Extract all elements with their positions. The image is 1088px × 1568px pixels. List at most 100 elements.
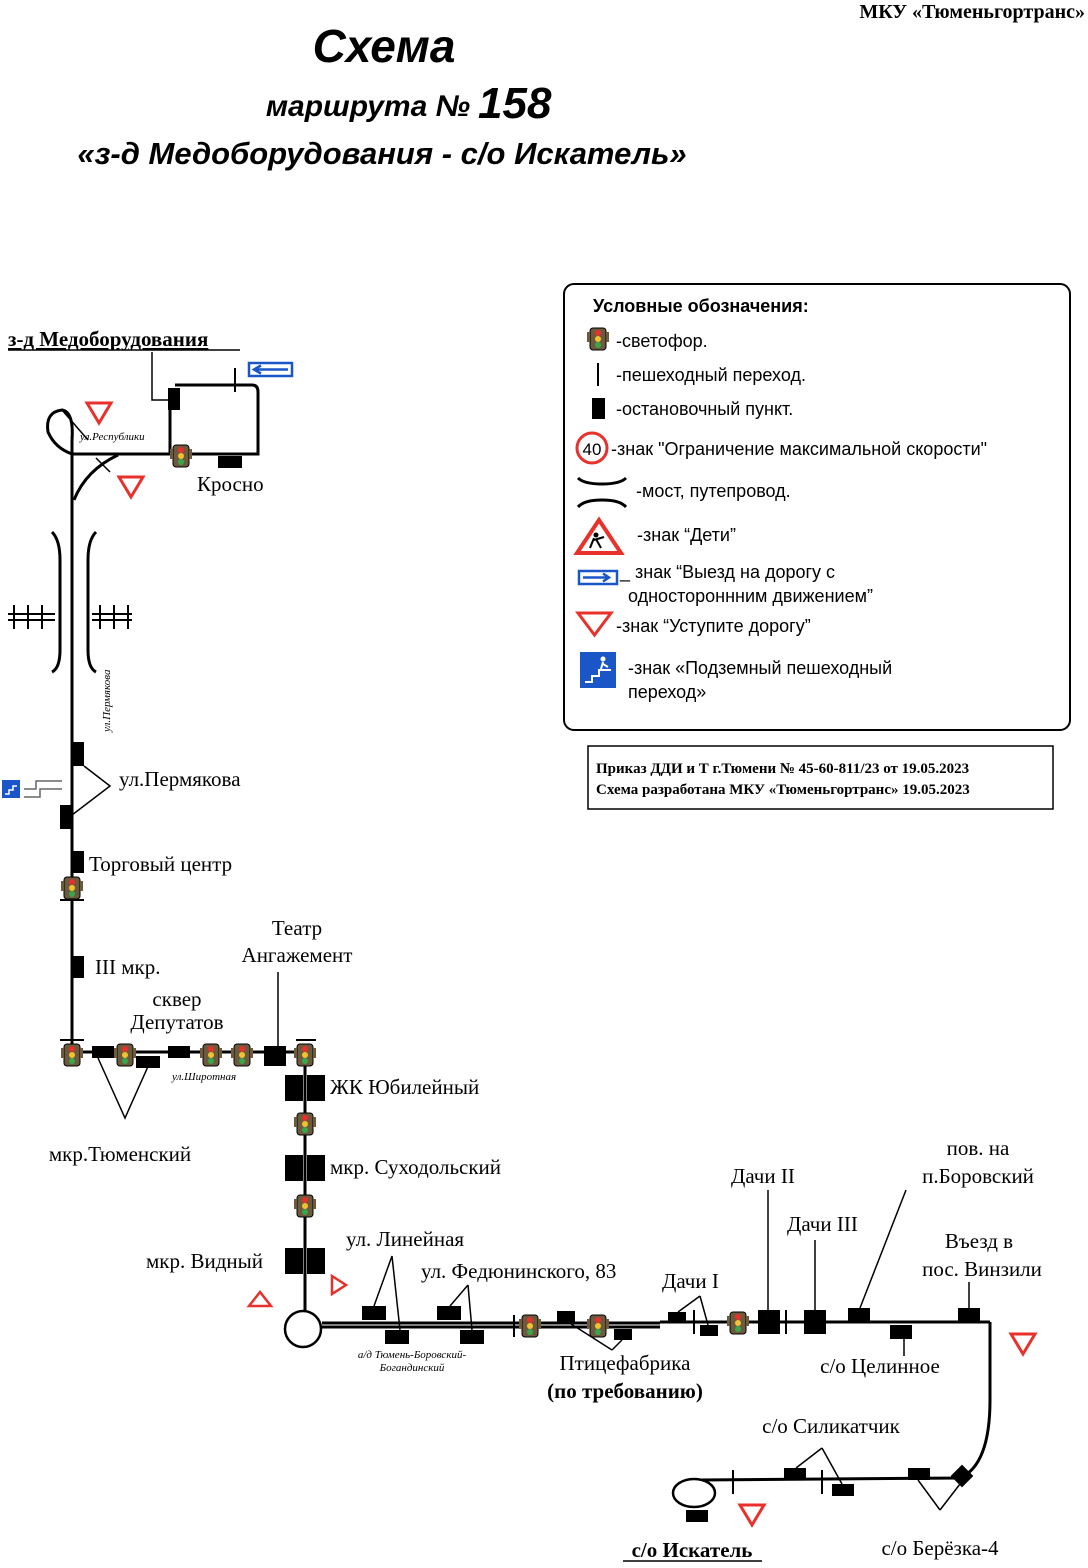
stop-marker: [285, 1248, 303, 1274]
yield-sign-icon: [330, 1273, 349, 1297]
order-line1: Приказ ДДИ и Т г.Тюмени № 45-60-811/23 о…: [596, 761, 969, 777]
stop-label-vinzili-1: Въезд в: [945, 1229, 1013, 1253]
crosswalk-marks: [60, 899, 823, 1494]
legend-label-underpass-1: -знак «Подземный пешеходный: [628, 658, 892, 678]
traffic-light-icon: [199, 1043, 223, 1067]
yield-sign-icon: [1009, 1332, 1037, 1356]
stop-marker: [168, 388, 180, 410]
stop-marker: [362, 1306, 386, 1320]
title-line3: «з-д Медоборудования - с/о Искатель»: [77, 136, 686, 171]
street-label-respubliki: ул.Республики: [79, 431, 145, 443]
stop-marker: [804, 1310, 826, 1334]
title-line1: Схема: [313, 20, 456, 72]
legend-label-children: -знак “Дети”: [637, 525, 736, 545]
stop-marker: [285, 1155, 303, 1181]
stop-label-lineynaya: ул. Линейная: [346, 1227, 464, 1251]
legend-label-crosswalk: -пешеходный переход.: [616, 365, 806, 385]
legend-underpass-sign-icon: [580, 652, 616, 688]
stop-label-permyakova: ул.Пермякова: [119, 767, 241, 791]
stop-marker: [460, 1330, 484, 1344]
stop-label-sq-deputatov-2: Депутатов: [130, 1010, 223, 1034]
stop-marker: [72, 851, 84, 873]
legend-title: Условные обозначения:: [593, 296, 809, 316]
stop-label-vinzili-2: пос. Винзили: [922, 1257, 1042, 1281]
traffic-light-icon: [60, 876, 84, 900]
legend-traffic-light-icon: [586, 327, 610, 351]
stop-marker: [72, 956, 84, 978]
stops: [60, 388, 980, 1522]
stop-marker: [72, 742, 84, 766]
turnaround-loop: [671, 1477, 717, 1509]
legend-label-stop: -остановочный пункт.: [616, 399, 793, 419]
stop-label-teatr-2: Ангажемент: [242, 943, 353, 967]
stop-label-silikatchik: с/о Силикатчик: [762, 1414, 901, 1438]
stop-label-borovsky-1: пов. на: [947, 1136, 1010, 1160]
stop-label-ptitsefabrika-2: (по требованию): [547, 1379, 703, 1403]
yield-sign-icon: [738, 1503, 766, 1527]
stop-label-sq-deputatov-1: сквер: [152, 987, 201, 1011]
street-label-highway-2: Богандинский: [379, 1362, 445, 1374]
order-line2: Схема разработана МКУ «Тюменьгортранс» 1…: [596, 782, 970, 798]
yield-sign-icon: [85, 401, 113, 425]
legend-bridge-icon: [576, 476, 628, 509]
traffic-light-icon: [113, 1043, 137, 1067]
legend-label-underpass-2: переход»: [628, 682, 706, 702]
stop-marker: [950, 1464, 974, 1488]
street-label-permyakova: ул.Пермякова: [101, 669, 113, 733]
stop-marker: [136, 1056, 160, 1068]
legend-label-speed-limit: -знак "Ограничение максимальной скорости…: [611, 439, 987, 459]
title-line2: маршрута №: [266, 90, 470, 123]
stop-label-yubileyny: ЖК Юбилейный: [330, 1075, 479, 1099]
stop-label-dachi-ii: Дачи II: [731, 1164, 795, 1188]
legend-one-way-sign-icon: [577, 569, 619, 586]
stop-marker: [832, 1484, 854, 1496]
stop-marker: [307, 1248, 325, 1274]
traffic-light-icon: [169, 444, 193, 468]
crossing-mark: [61, 409, 111, 473]
legend-stop-icon: [592, 398, 605, 419]
one-way-sign-icon: [247, 361, 294, 378]
legend-speed-limit-icon: 40: [575, 431, 609, 465]
stop-marker: [264, 1046, 286, 1066]
traffic-light-icon: [518, 1314, 542, 1338]
stop-label-sukhodolsky: мкр. Суходольский: [330, 1155, 501, 1179]
traffic-light-icon: [230, 1043, 254, 1067]
stop-label-trade-center: Торговый центр: [89, 852, 232, 876]
traffic-light-icon: [586, 1314, 610, 1338]
stop-label-krosno: Кросно: [197, 472, 264, 496]
legend-label-one-way-2: одностороннним движением”: [628, 586, 873, 606]
traffic-light-icon: [293, 1112, 317, 1136]
stop-marker: [307, 1155, 325, 1181]
stop-label-tselinnoe: с/о Целинное: [820, 1354, 940, 1378]
underpass-path: [24, 780, 62, 798]
stop-label-terminal-end: с/о Искатель: [632, 1538, 753, 1562]
stop-marker: [614, 1329, 632, 1340]
underpass-sign-icon: [2, 780, 20, 798]
street-label-shirotnaya: ул.Широтная: [171, 1071, 236, 1083]
stop-marker: [890, 1325, 912, 1339]
order-box: [587, 745, 1054, 810]
stop-marker: [307, 1075, 325, 1101]
stop-label-dachi-i: Дачи I: [662, 1269, 719, 1293]
stop-label-borovsky-2: п.Боровский: [922, 1164, 1034, 1188]
route-number: 158: [478, 79, 552, 128]
stop-marker: [437, 1306, 461, 1320]
stop-label-iii-mkr: III мкр.: [95, 955, 160, 979]
railway-icon: [8, 605, 132, 629]
traffic-light-icon: [726, 1311, 750, 1335]
legend-label-bridge: -мост, путепровод.: [636, 481, 791, 501]
stop-label-vidny: мкр. Видный: [146, 1249, 263, 1273]
stop-marker: [958, 1308, 980, 1322]
legend-label-traffic-light: -светофор.: [616, 331, 708, 351]
legend-box: [563, 283, 1071, 731]
stop-marker: [168, 1046, 190, 1058]
stop-marker: [908, 1468, 930, 1480]
stop-marker: [686, 1510, 708, 1522]
bridge-icon: [50, 530, 98, 674]
stop-label-tyumensky: мкр.Тюменский: [49, 1142, 191, 1166]
traffic-light-icon: [293, 1043, 317, 1067]
stop-marker: [285, 1075, 303, 1101]
stop-label-teatr-1: Театр: [272, 916, 322, 940]
stop-marker: [700, 1325, 718, 1336]
legend-children-sign-icon: [573, 516, 625, 555]
